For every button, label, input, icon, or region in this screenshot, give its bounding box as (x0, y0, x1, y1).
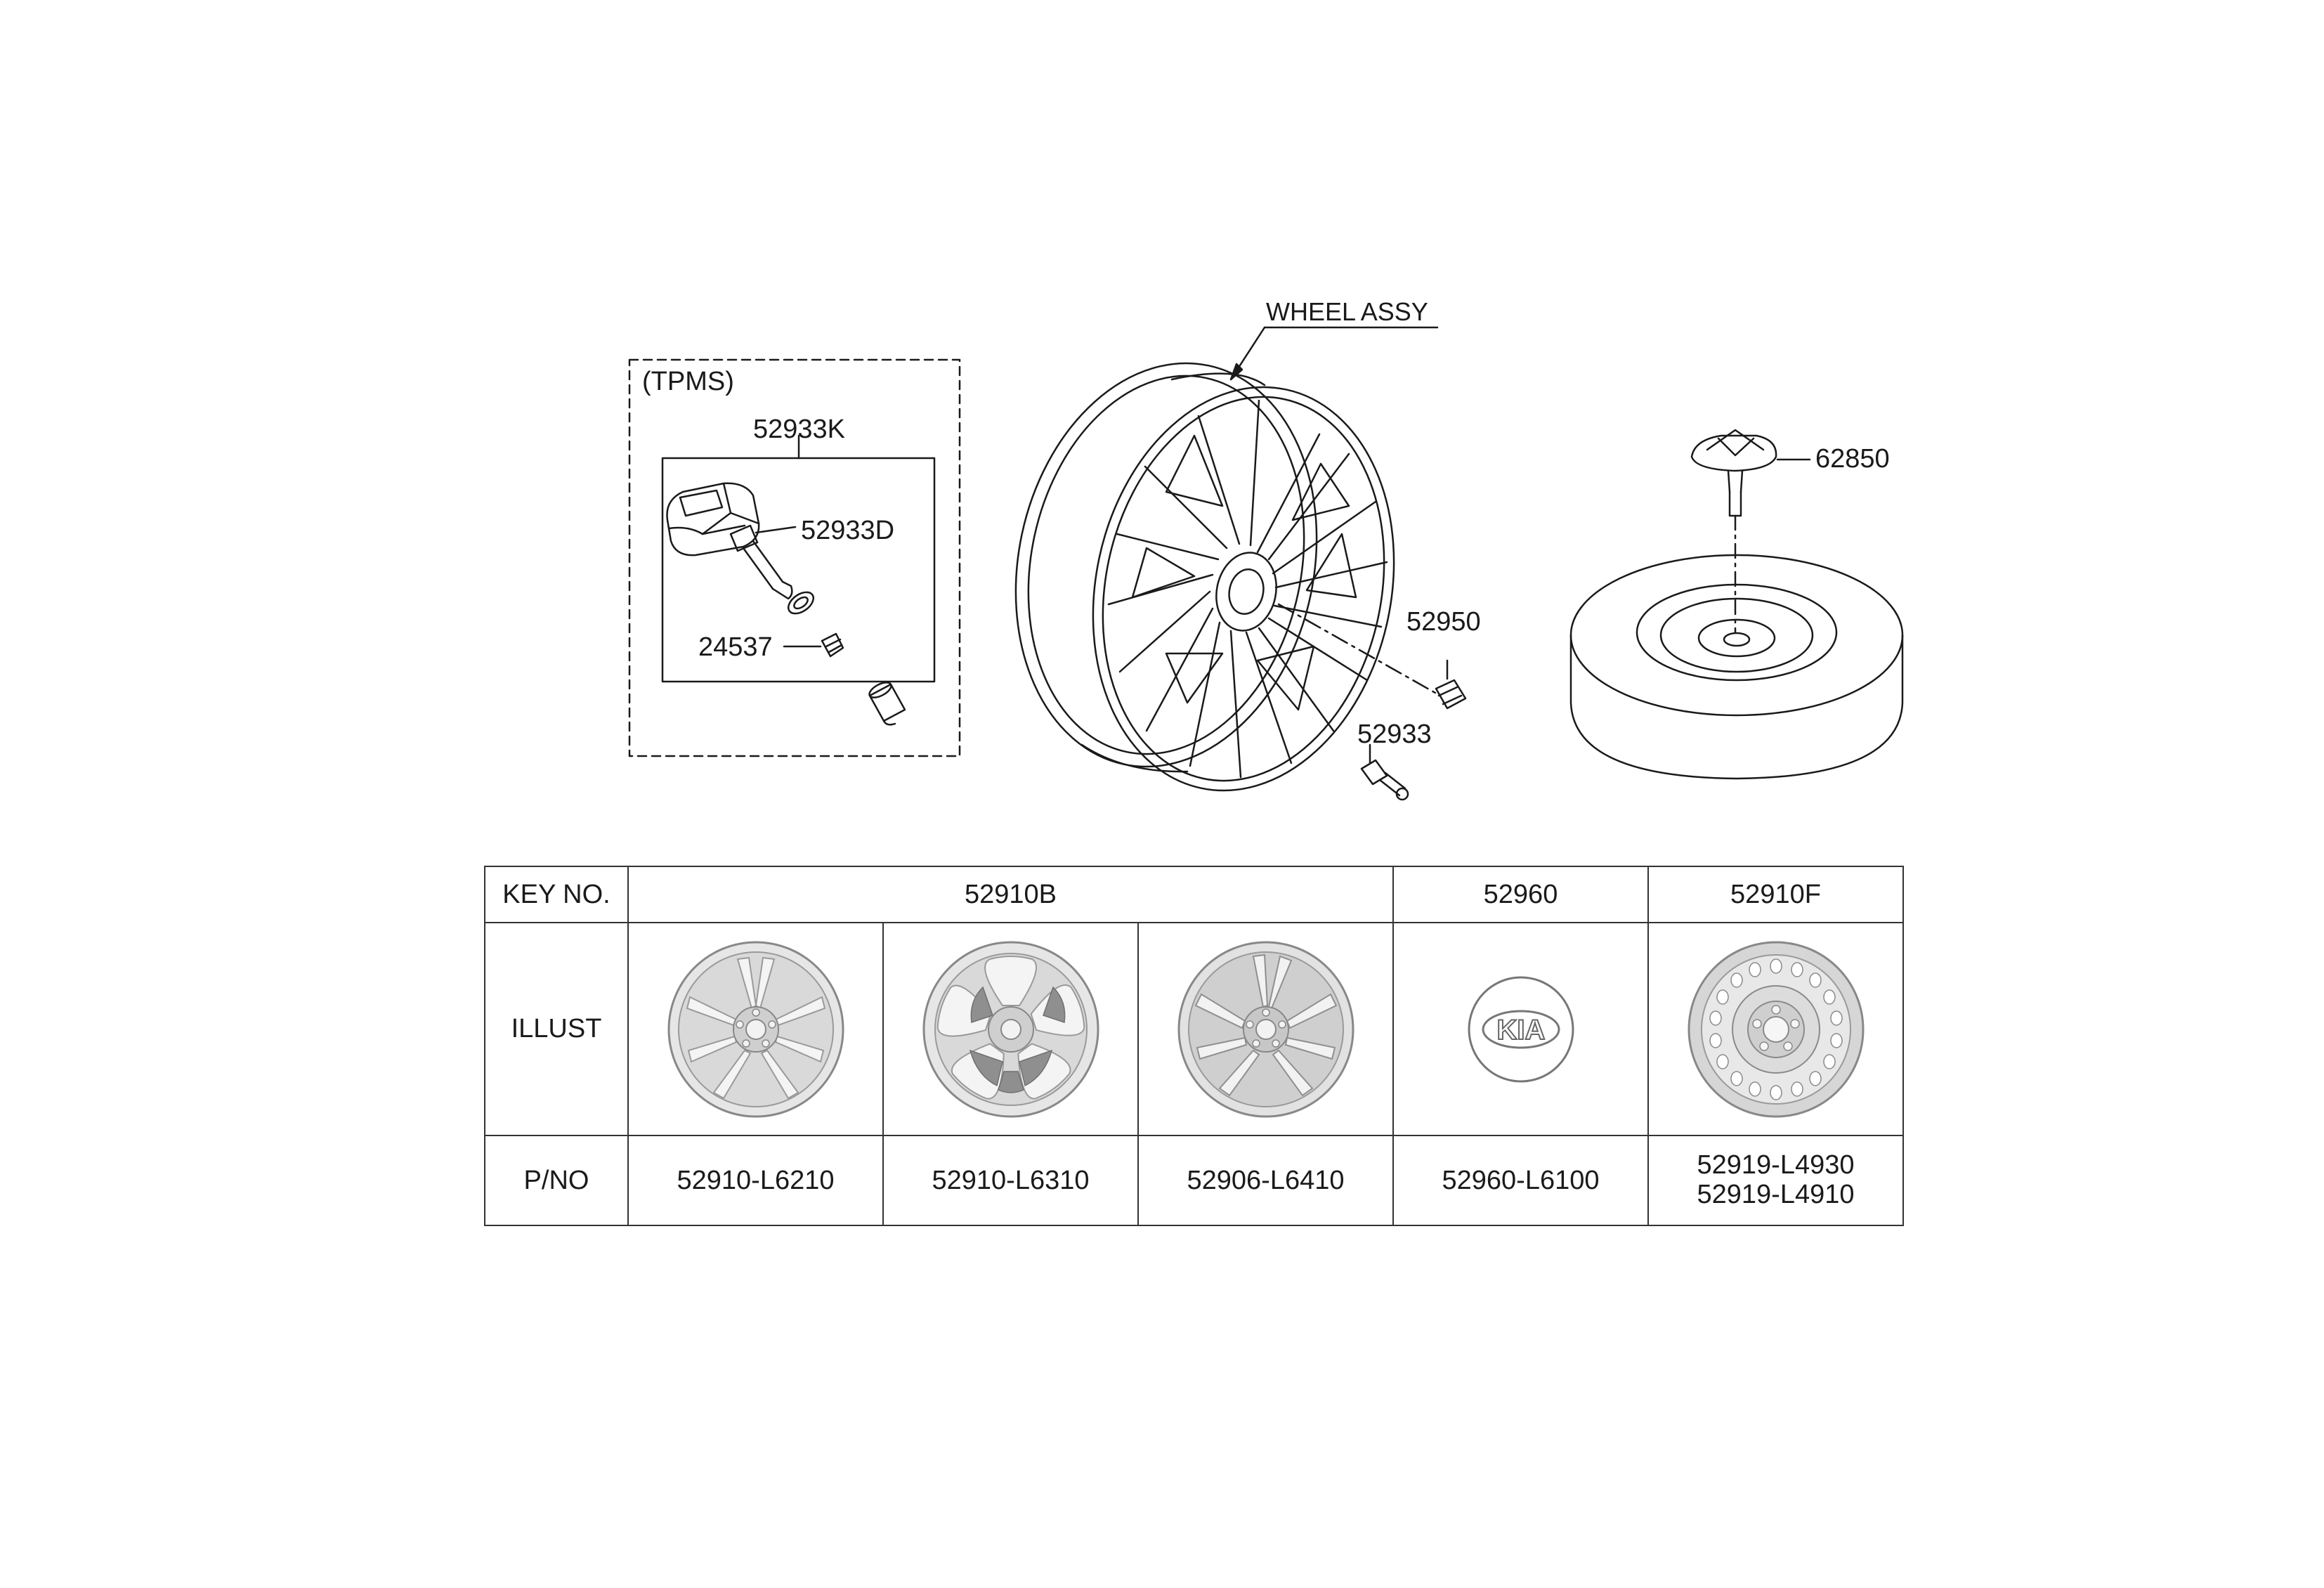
spare-holder-icon (1690, 429, 1811, 634)
callout-52950: 52950 (1406, 607, 1481, 637)
pno-label: P/NO (484, 1135, 629, 1226)
callout-tpms: (TPMS) (642, 367, 734, 396)
wheel-key-cell: 52910B (627, 866, 1394, 923)
callout-62850: 62850 (1815, 444, 1890, 474)
hub-cap-illust: KIA (1392, 922, 1649, 1136)
alloy-wheel-3-icon (1177, 941, 1354, 1117)
valve-icon (1360, 743, 1409, 801)
spare-key-cell: 52910F (1647, 866, 1904, 923)
main-wheel-icon (1014, 362, 1395, 792)
pno-wheel-3: 52906-L6410 (1137, 1135, 1394, 1226)
parts-table: KEY NO. 52910B 52960 52910F ILLUST (484, 866, 1904, 1226)
callout-wheel-assy: WHEEL ASSY (1266, 297, 1428, 326)
pno-spare-2: 52919-L4910 (1697, 1180, 1855, 1209)
wheel-nut-icon (1435, 659, 1467, 710)
wheel-1-illust (627, 922, 884, 1136)
table-header-row: KEY NO. 52910B 52960 52910F (484, 866, 1904, 923)
pno-spare: 52919-L4930 52919-L4910 (1647, 1135, 1904, 1226)
spare-tire-icon (1569, 554, 1904, 780)
pno-wheel-2: 52910-L6310 (882, 1135, 1139, 1226)
key-no-label: KEY NO. (484, 866, 629, 923)
pno-spare-1: 52919-L4930 (1697, 1150, 1855, 1180)
steel-spare-wheel-icon (1687, 941, 1864, 1117)
callout-24537: 24537 (698, 632, 773, 662)
alloy-wheel-2-icon (922, 941, 1099, 1117)
callout-52933k: 52933K (753, 415, 846, 444)
pno-wheel-1: 52910-L6210 (627, 1135, 884, 1226)
valve-cap-icon (868, 682, 906, 726)
washer-icon (787, 591, 815, 615)
wheel-3-illust (1137, 922, 1394, 1136)
cap-key-cell: 52960 (1392, 866, 1649, 923)
tpms-valve-stem-icon (729, 524, 797, 600)
tpms-group-box (628, 358, 961, 757)
wheel-2-illust (882, 922, 1139, 1136)
illust-label: ILLUST (484, 922, 629, 1136)
pno-hub-cap: 52960-L6100 (1392, 1135, 1649, 1226)
tpms-sensor-icon (666, 482, 760, 557)
hub-cap-logo-text: KIA (1496, 1015, 1545, 1046)
spare-wheel-illust (1647, 922, 1904, 1136)
callout-52933d: 52933D (801, 516, 895, 545)
kia-hub-cap-icon: KIA (1468, 976, 1574, 1082)
callout-52933: 52933 (1357, 720, 1432, 749)
table-illust-row: ILLUST (484, 922, 1904, 1136)
table-pno-row: P/NO 52910-L6210 52910-L6310 52906-L6410… (484, 1135, 1904, 1226)
alloy-wheel-1-icon (667, 941, 844, 1117)
tpms-nut-icon (783, 632, 844, 658)
